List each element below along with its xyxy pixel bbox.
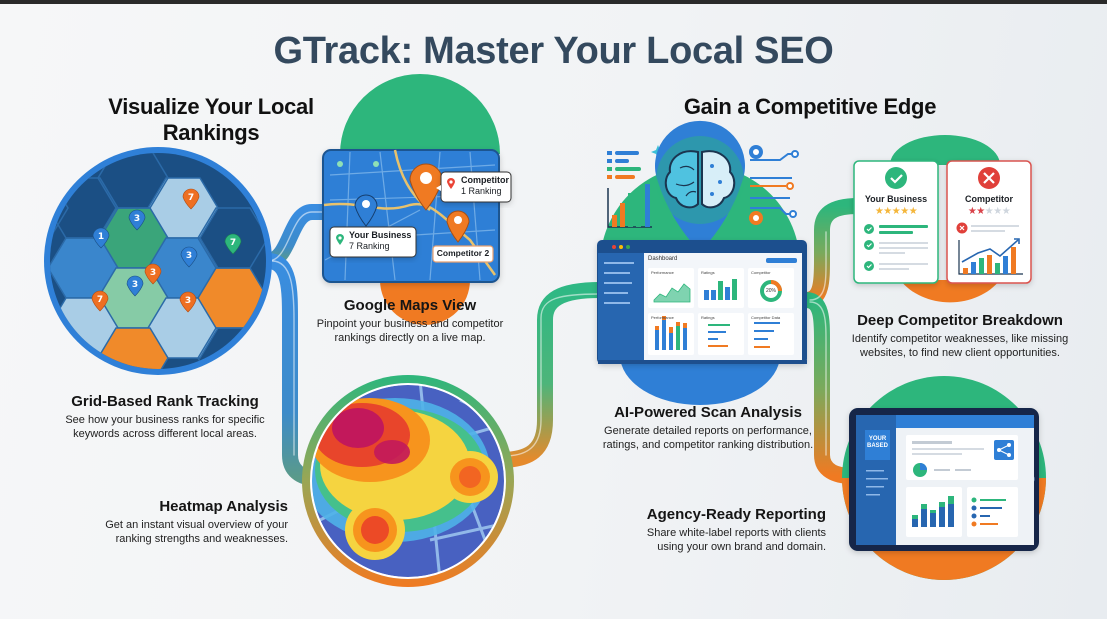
card-business-stars: ★★★★★ <box>874 206 918 217</box>
feature-title: Deep Competitor Breakdown <box>857 312 1063 329</box>
svg-text:3: 3 <box>150 268 156 278</box>
feature-title: Agency-Ready Reporting <box>646 506 826 523</box>
tablet-brand-line1: YOUR <box>868 436 887 442</box>
donut-value: 20% <box>765 288 776 294</box>
feature-agency-reporting: Agency-Ready Reporting Share white-label… <box>610 506 826 554</box>
svg-text:3: 3 <box>132 280 138 290</box>
heatmap-illustration <box>302 375 514 587</box>
svg-text:3: 3 <box>186 251 192 261</box>
section-title-visualize: Visualize Your Local Rankings <box>108 94 314 145</box>
feature-title: Grid-Based Rank Tracking <box>71 393 259 410</box>
svg-text:3: 3 <box>185 296 191 306</box>
feature-desc-line2: websites, to find new client opportuniti… <box>860 347 1060 359</box>
svg-text:7: 7 <box>97 295 103 305</box>
callout-competitor-name: Competitor <box>461 175 509 185</box>
feature-desc-line2: keywords across different local areas. <box>73 428 257 440</box>
svg-text:1: 1 <box>98 232 104 242</box>
card-competitor-label: Competitor <box>965 194 1013 204</box>
feature-title: AI-Powered Scan Analysis <box>614 404 802 421</box>
top-border <box>0 0 1107 4</box>
feature-desc-line2: rankings directly on a live map. <box>334 332 486 344</box>
page-title: GTrack: Master Your Local SEO <box>273 30 834 72</box>
feature-desc-line1: Get an instant visual overview of your <box>105 519 288 531</box>
feature-desc-line1: Identify competitor weaknesses, like mis… <box>851 333 1069 345</box>
svg-text:7: 7 <box>188 193 194 203</box>
feature-desc-line2: ratings, and competitor ranking distribu… <box>602 439 814 451</box>
tablet-illustration <box>842 376 1046 580</box>
grid-rank-illustration: 7 3 1 3 7 3 3 7 3 <box>44 147 272 375</box>
competitor-stars-filled: ★★ <box>967 206 985 217</box>
feature-desc-line1: Generate detailed reports on performance… <box>604 425 812 437</box>
svg-text:7: 7 <box>230 238 236 248</box>
map-callout-competitor-2: Competitor 2 <box>436 248 490 258</box>
card-business-label: Your Business <box>864 194 928 204</box>
feature-desc-line2: ranking strengths and weaknesses. <box>115 533 288 545</box>
maps-illustration <box>322 74 512 325</box>
dashboard-card-ratings: Ratings <box>701 270 715 275</box>
ai-dashboard-illustration <box>597 120 807 405</box>
feature-google-maps-view: Google Maps View Pinpoint your business … <box>300 297 520 345</box>
tablet-brand-line2: BASED <box>866 443 888 449</box>
dashboard-card-competitor: Competitor <box>751 270 771 275</box>
feature-competitor-breakdown: Deep Competitor Breakdown Identify compe… <box>835 312 1085 360</box>
dashboard-card-performance-2: Performance <box>651 315 674 320</box>
map-callout-business: Your Business 7 Ranking <box>349 230 411 252</box>
dashboard-card-performance: Performance <box>651 270 674 275</box>
feature-desc-line1: Share white-label reports with clients <box>646 527 826 539</box>
section-title-competitive: Gain a Competitive Edge <box>683 94 937 119</box>
feature-desc-line2: using your own brand and domain. <box>657 541 826 553</box>
callout-business-name: Your Business <box>349 230 412 240</box>
tablet-brand: YOUR BASED <box>865 436 890 450</box>
feature-title: Heatmap Analysis <box>159 498 288 515</box>
competitor-stars-empty: ★★★ <box>984 206 1011 217</box>
feature-desc-line1: See how your business ranks for specific <box>65 414 265 426</box>
feature-grid-rank-tracking: Grid-Based Rank Tracking See how your bu… <box>50 393 280 441</box>
competitor-cards-illustration <box>853 135 1032 303</box>
feature-title: Google Maps View <box>343 297 477 314</box>
callout-business-rank: 7 Ranking <box>349 241 390 251</box>
dashboard-title: Dashboard <box>648 256 678 262</box>
map-callout-competitor: Competitor 1 Ranking <box>461 175 509 197</box>
card-competitor-stars: ★★★★★ <box>947 206 1031 217</box>
feature-ai-scan-analysis: AI-Powered Scan Analysis Generate detail… <box>578 404 838 452</box>
feature-heatmap-analysis: Heatmap Analysis Get an instant visual o… <box>80 498 288 546</box>
dashboard-card-ratings-2: Ratings <box>701 315 715 320</box>
callout-competitor-rank: 1 Ranking <box>461 186 502 196</box>
dashboard-card-competitor-data: Competitor Data <box>751 315 781 320</box>
svg-text:3: 3 <box>134 214 140 224</box>
feature-desc-line1: Pinpoint your business and competitor <box>316 318 504 330</box>
